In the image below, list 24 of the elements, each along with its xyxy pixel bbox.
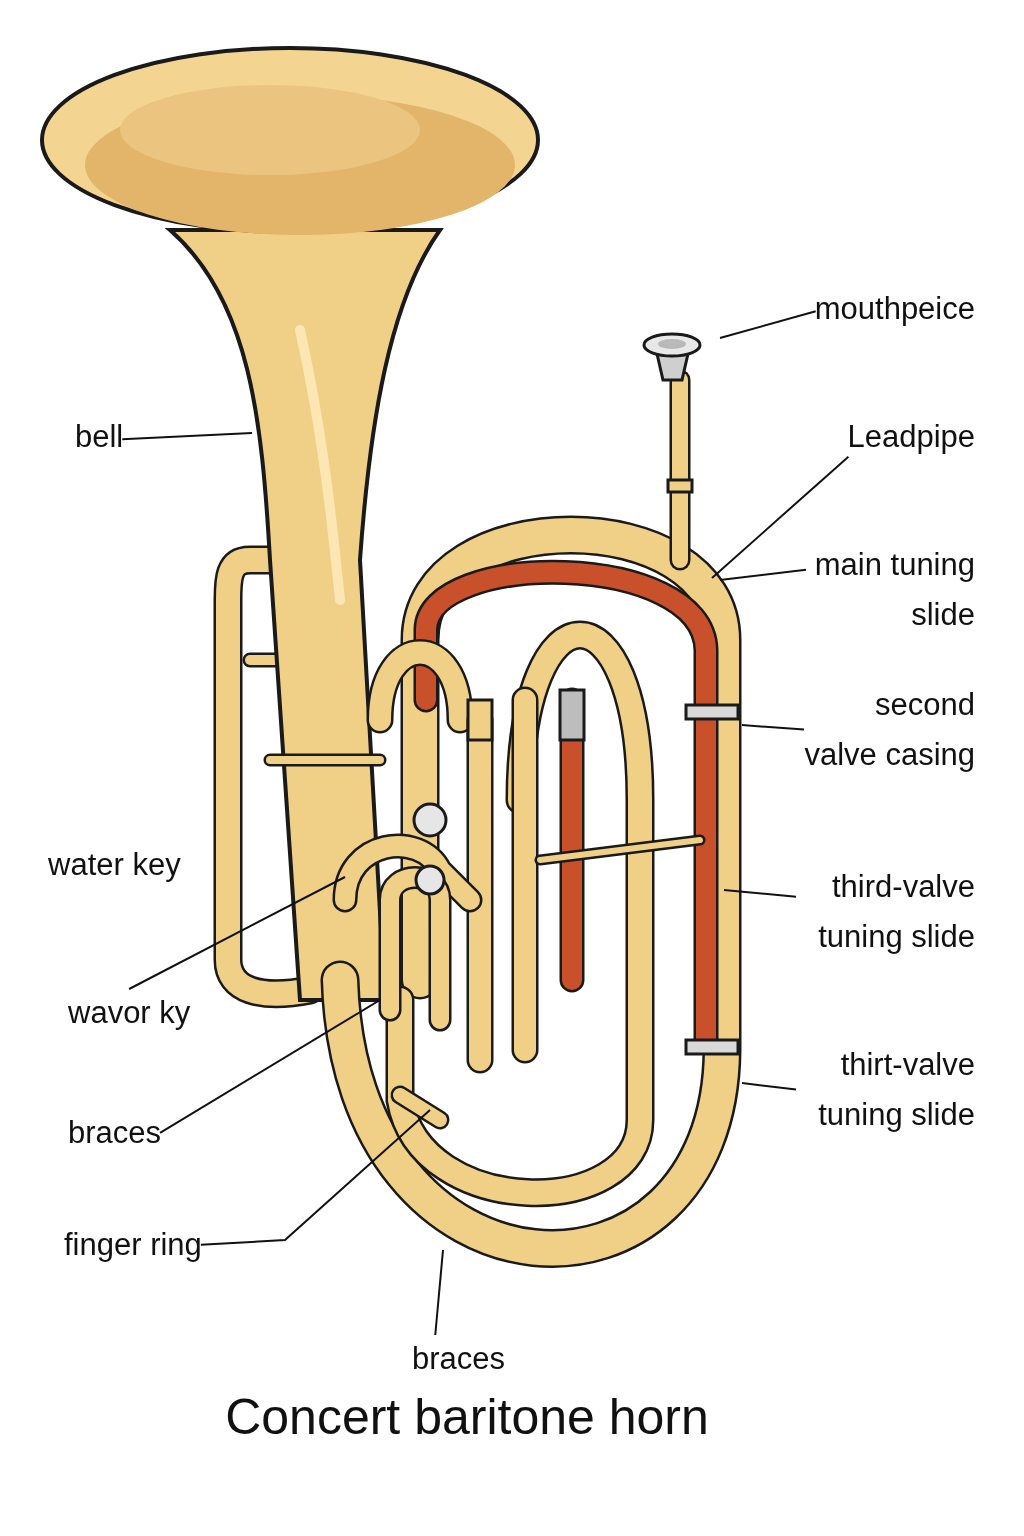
part-label: thirt-valve tuning slide: [795, 1040, 975, 1140]
leader-line: [128, 876, 346, 990]
part-label: water key: [48, 846, 181, 884]
leader-line: [434, 1249, 444, 1336]
part-label: finger ring: [64, 1220, 202, 1270]
part-label: bell: [75, 412, 124, 462]
leader-line: [723, 889, 797, 898]
leader-line: [711, 455, 850, 579]
part-label: braces: [68, 1108, 162, 1158]
leader-line: [199, 1109, 431, 1246]
leader-line: [121, 432, 253, 441]
leader-line: [159, 999, 381, 1134]
part-label: Leadpipe: [847, 412, 975, 462]
part-label: third-valve tuning slide: [795, 862, 975, 962]
leader-line: [719, 310, 817, 339]
leader-line: [719, 568, 807, 581]
title: Concert baritone horn: [224, 1388, 710, 1447]
leader-line: [741, 724, 805, 731]
leader-line: [741, 1082, 797, 1091]
part-label: main tuning slide: [805, 540, 975, 640]
part-label: second valve casing: [803, 680, 975, 780]
part-label: mouthpeice: [814, 284, 975, 334]
part-label: wavor ky: [68, 988, 191, 1038]
part-label: braces: [412, 1334, 506, 1384]
